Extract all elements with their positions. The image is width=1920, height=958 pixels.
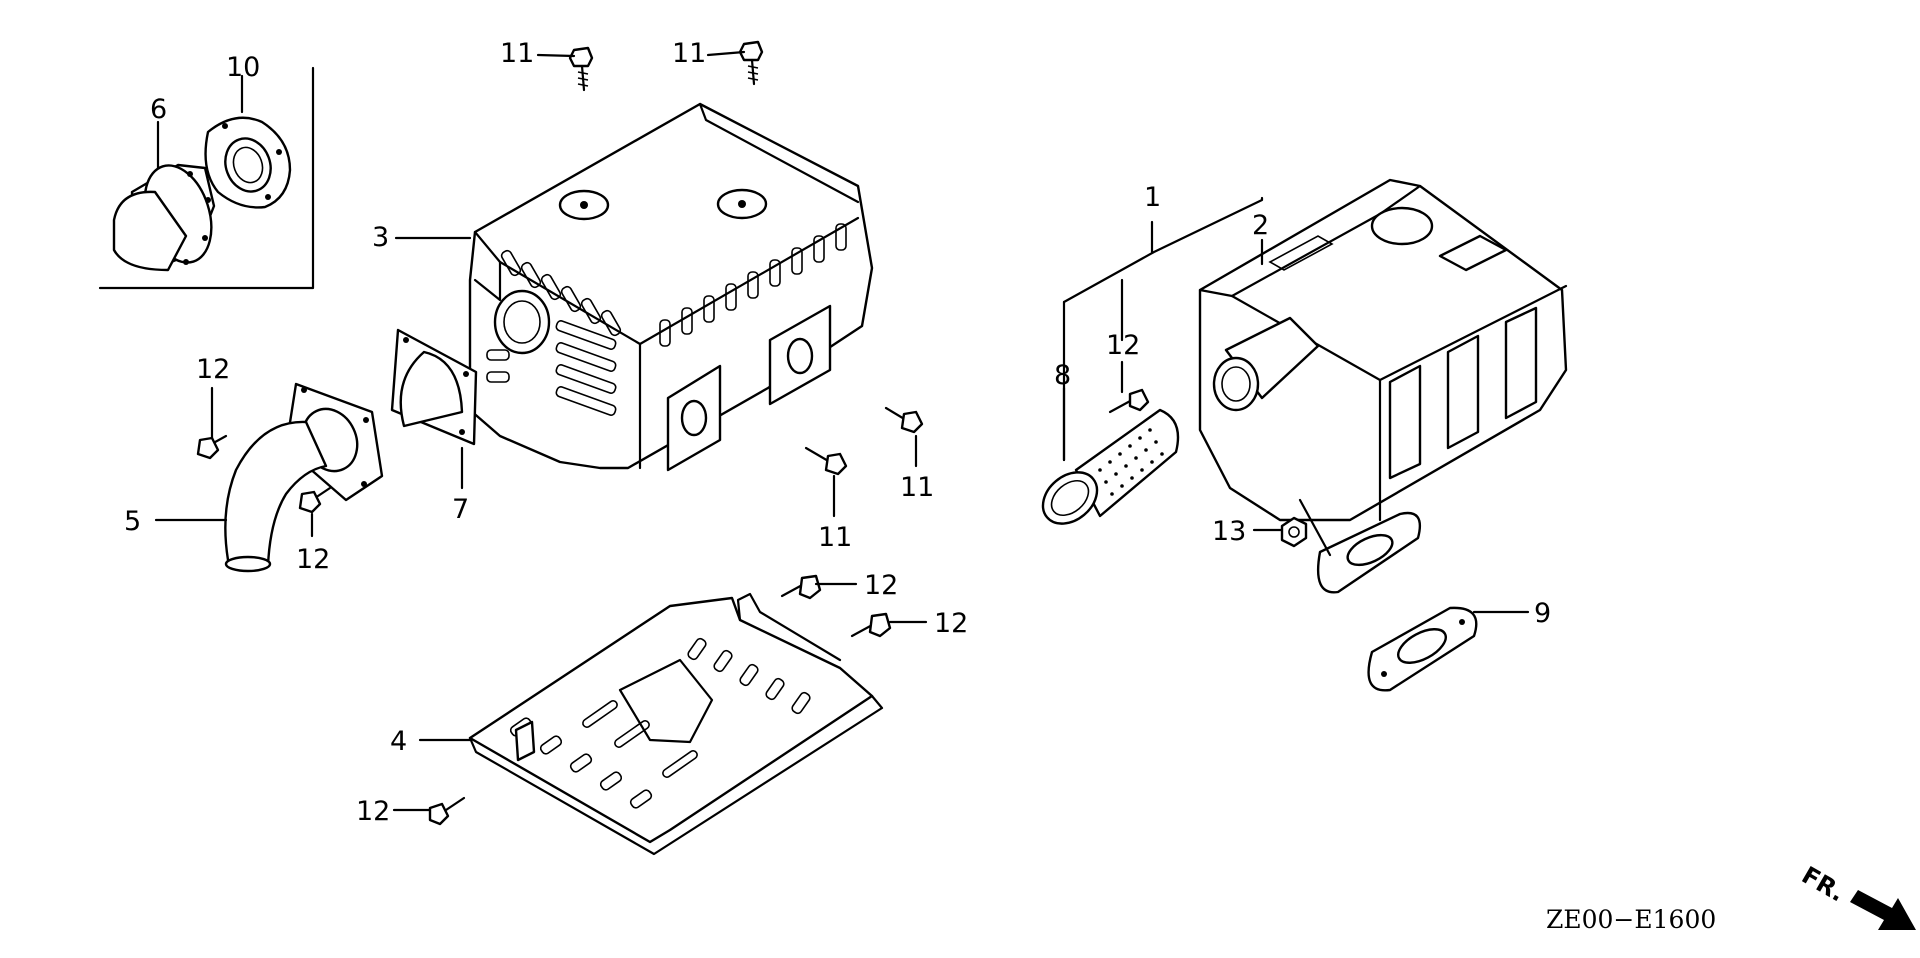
- part-7-exhaust-guide: [390, 328, 478, 446]
- part-4-lower-protector: [468, 592, 884, 856]
- diagram-code: ZE00−E1600: [1546, 905, 1716, 934]
- part-6-cap: [112, 163, 216, 272]
- part-5-exhaust-pipe: [224, 382, 384, 573]
- callout-12-center-lower: 12: [934, 608, 968, 639]
- callout-11-top-left: 11: [500, 38, 534, 69]
- front-direction-indicator: FR.: [1797, 861, 1916, 930]
- callout-9: 9: [1534, 598, 1551, 629]
- callout-12-left-upper: 12: [196, 354, 230, 385]
- bolt-12-left-upper: [196, 434, 228, 460]
- bolt-12-center-lower: [850, 612, 892, 638]
- bolt-12-left-lower: [298, 486, 332, 514]
- callout-8: 8: [1054, 360, 1071, 391]
- bolt-11-top-right: [738, 40, 764, 86]
- part-10-gasket: [204, 116, 292, 209]
- part-9-gasket: [1367, 606, 1478, 692]
- part-2-muffler: [1198, 178, 1568, 594]
- bolt-11-middle: [804, 446, 848, 476]
- callout-11-top-right: 11: [672, 38, 706, 69]
- callout-11-right: 11: [900, 472, 934, 503]
- callout-3: 3: [372, 222, 389, 253]
- callout-1: 1: [1144, 182, 1161, 213]
- callout-2: 2: [1252, 210, 1269, 241]
- callout-6: 6: [150, 94, 167, 125]
- front-arrow-icon: [1850, 890, 1916, 930]
- callout-12-left-lower: 12: [296, 544, 330, 575]
- callout-labels: 6 10 11 11 3 1 2 12 8 12 5 12 7 11 11 13…: [124, 38, 1551, 827]
- part-3-muffler-protector: [468, 102, 874, 472]
- callout-5: 5: [124, 506, 141, 537]
- callout-4: 4: [390, 726, 407, 757]
- bolt-12-center-upper: [780, 574, 822, 600]
- part-13-nut: [1280, 516, 1308, 548]
- bolt-11-top-left: [568, 46, 594, 92]
- bolt-12-bottom: [428, 796, 466, 826]
- front-label: FR.: [1797, 861, 1849, 907]
- callout-12-bottom: 12: [356, 796, 390, 827]
- callout-13: 13: [1212, 516, 1246, 547]
- callout-12-center-upper: 12: [864, 570, 898, 601]
- part-8-spark-arrester: [1041, 408, 1180, 525]
- bolt-11-right: [884, 406, 924, 434]
- bolt-12-muffler: [1108, 388, 1150, 414]
- callout-7: 7: [452, 494, 469, 525]
- callout-11-middle: 11: [818, 522, 852, 553]
- callout-10: 10: [226, 52, 260, 83]
- inset-frame: [98, 66, 315, 290]
- callout-12-muffler: 12: [1106, 330, 1140, 361]
- leader-lines: [154, 50, 1530, 812]
